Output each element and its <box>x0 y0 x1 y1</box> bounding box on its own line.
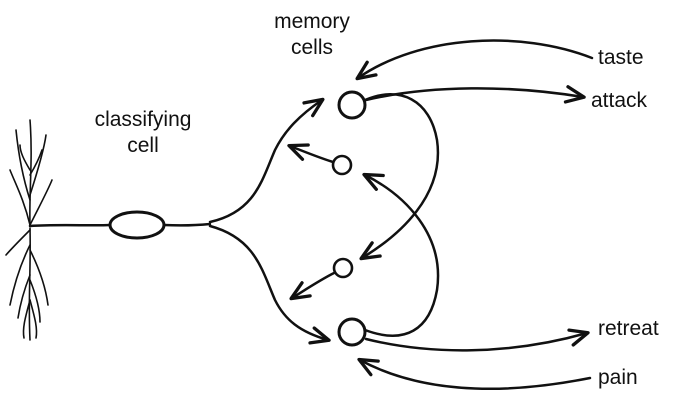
classifying-cell-label-line1: classifying <box>94 108 192 131</box>
attack-arrow <box>364 85 586 104</box>
memory-cell-top <box>337 90 367 120</box>
retreat-arrow <box>364 328 590 352</box>
memory-cells-label: memory cells <box>266 9 358 61</box>
classifying-cell-label: classifying cell <box>78 107 208 159</box>
taste-arrow <box>355 39 594 81</box>
memory-cells-label-line2: cells <box>290 36 333 59</box>
taste-label: taste <box>598 46 644 69</box>
classifying-cell <box>108 210 166 240</box>
sensory-motor-arrows <box>355 39 594 391</box>
axon <box>28 222 212 228</box>
small-cell-lower <box>332 257 354 279</box>
lower-small-output-arrow <box>289 271 336 301</box>
dendrite-tree <box>5 119 53 341</box>
attack-label: attack <box>591 89 648 112</box>
pain-label: pain <box>598 366 638 389</box>
bottom-to-upper-loop <box>362 172 440 337</box>
small-cell-upper <box>331 154 353 176</box>
retreat-label: retreat <box>598 317 659 340</box>
small-cell-outputs <box>287 143 336 301</box>
memory-cells-label-line1: memory <box>274 10 350 33</box>
lower-branch-arrow <box>208 224 331 345</box>
upper-branch-arrow <box>208 97 325 224</box>
classifying-cell-label-line2: cell <box>127 134 159 157</box>
fork-branches <box>208 97 331 345</box>
upper-small-output-arrow <box>287 143 335 164</box>
memory-cell-bottom <box>337 317 367 347</box>
pain-arrow <box>357 357 592 391</box>
crossing-loops <box>359 93 440 337</box>
